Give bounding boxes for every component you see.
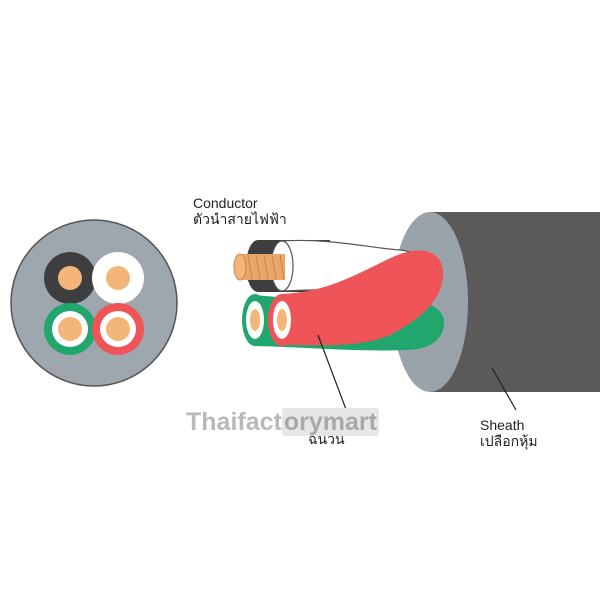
copper-conductor bbox=[233, 253, 285, 281]
core-green bbox=[44, 303, 96, 355]
insulation-leader-line bbox=[317, 334, 348, 413]
sheath-label-en: Sheath bbox=[480, 417, 525, 433]
sheath-label: Sheath เปลือกหุ้ม bbox=[480, 417, 538, 449]
sheath-leader-line bbox=[491, 367, 517, 411]
watermark-part1: Thaifact bbox=[186, 408, 282, 436]
watermark-part2: orymart bbox=[281, 408, 379, 436]
watermark: Thaifactorymart bbox=[186, 408, 379, 437]
cross-section-sheath bbox=[10, 219, 178, 387]
conductor-label-en: Conductor bbox=[193, 195, 258, 211]
sheath-body bbox=[430, 212, 600, 392]
core-red bbox=[92, 303, 144, 355]
conductor-label-th: ตัวนำสายไฟฟ้า bbox=[193, 211, 287, 227]
core-black bbox=[44, 252, 96, 304]
insulation-label: ฉนวน bbox=[308, 431, 345, 447]
red-wire bbox=[268, 250, 444, 346]
core-white bbox=[92, 252, 144, 304]
cable-cross-section bbox=[10, 219, 178, 387]
sheath-label-th: เปลือกหุ้ม bbox=[480, 433, 538, 449]
conductor-label: Conductor ตัวนำสายไฟฟ้า bbox=[193, 195, 287, 227]
